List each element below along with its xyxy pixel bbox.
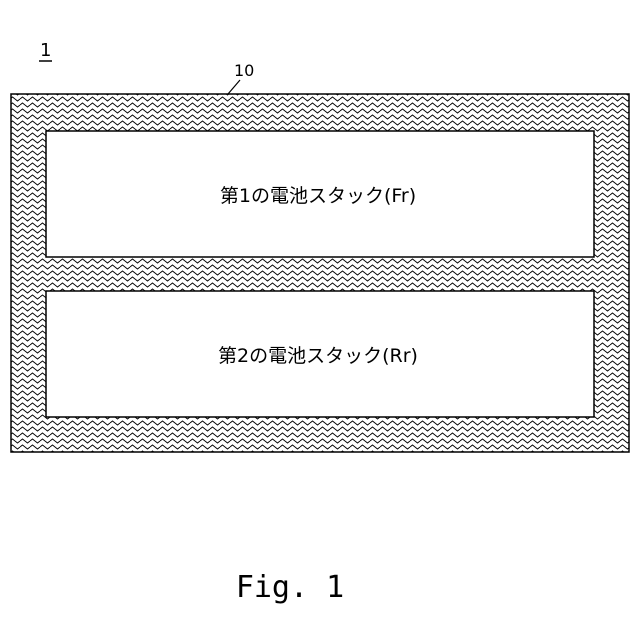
housing-reference-numeral: 10 <box>234 61 254 80</box>
device-reference-numeral: 1 <box>40 40 51 61</box>
housing-leader-line <box>228 80 240 94</box>
battery-stack-1-label: 第1の電池スタック(Fr) <box>220 185 416 207</box>
figure-caption: Fig. 1 <box>236 570 344 605</box>
battery-stack-2-label: 第2の電池スタック(Rr) <box>218 345 418 367</box>
